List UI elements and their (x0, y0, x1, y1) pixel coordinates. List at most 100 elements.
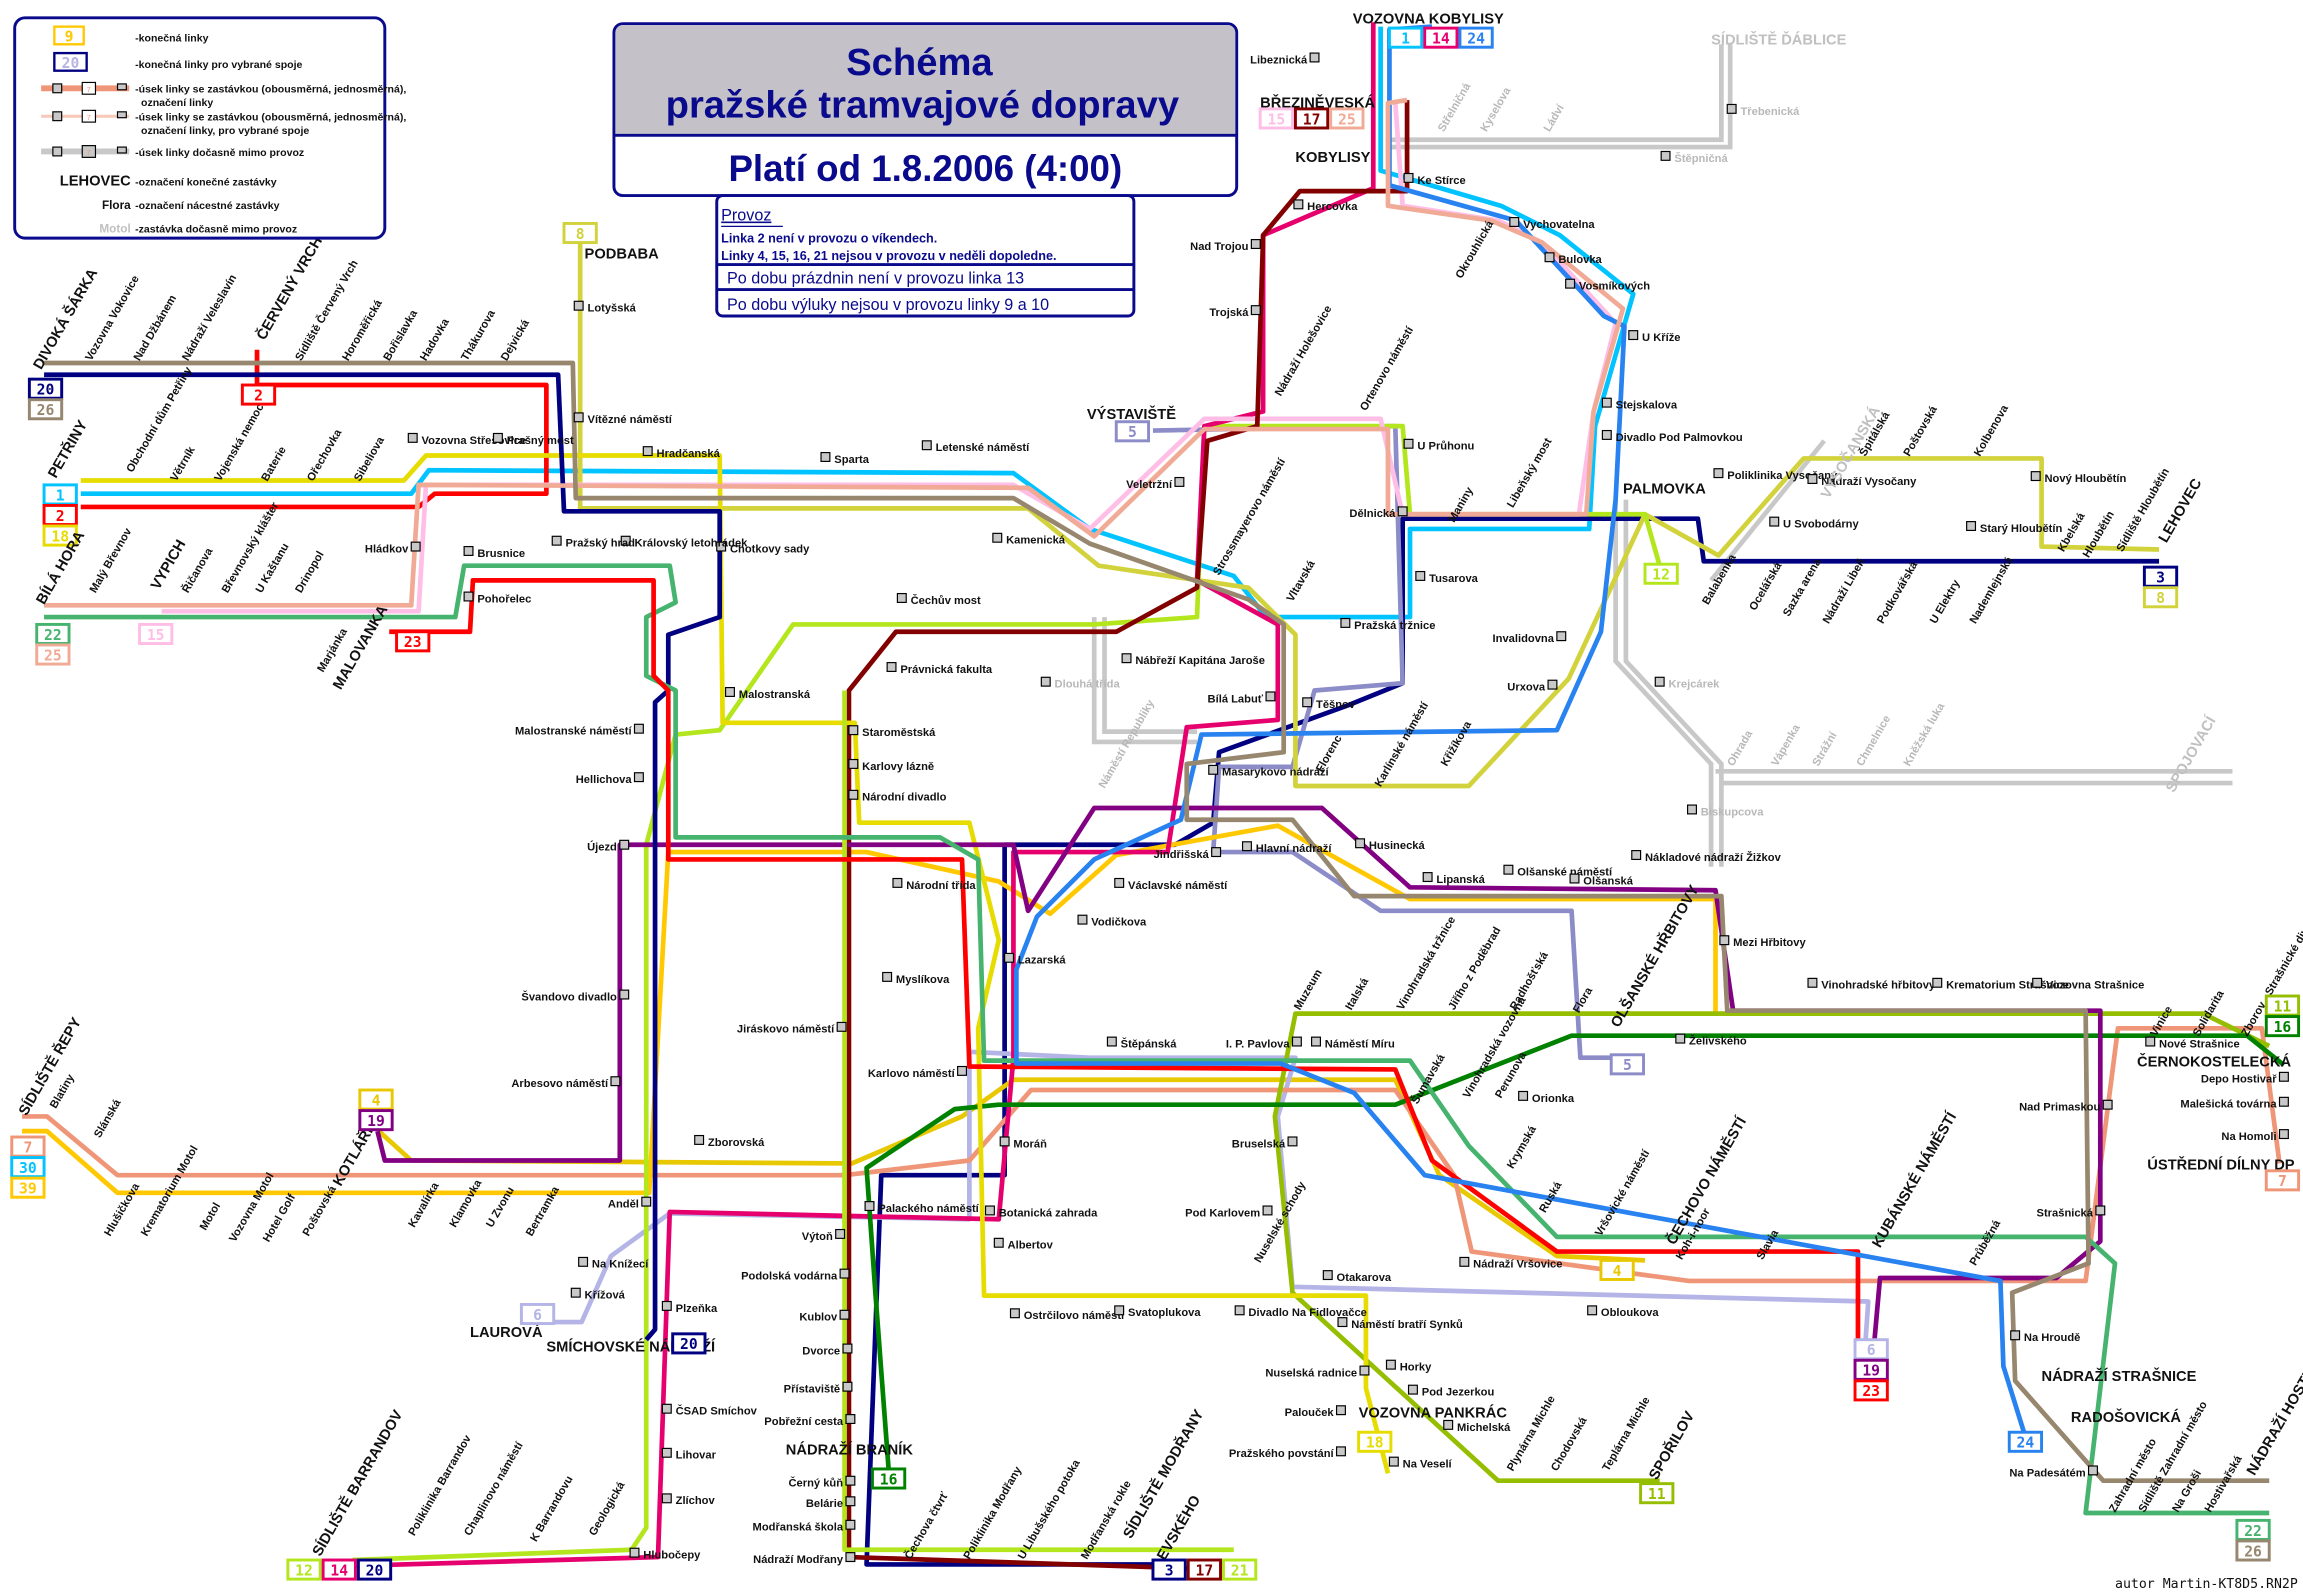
station-label[interactable]: Průběžná (1968, 1218, 2004, 1268)
station-label[interactable]: Křížová (585, 1290, 626, 1302)
station-label[interactable]: Otakarova (1337, 1272, 1392, 1284)
station-label[interactable]: Myslíkova (896, 974, 950, 986)
tram-line-17[interactable] (846, 100, 1410, 1572)
line-terminal-badge[interactable]: 24 (1458, 26, 1494, 49)
line-terminal-badge[interactable]: 1 (1387, 26, 1424, 49)
station-label[interactable]: Starý Hloubětín (1980, 523, 2063, 535)
station-label[interactable]: Nové Strašnice (2159, 1038, 2240, 1050)
station-label[interactable]: Nádraží Holešovice (1273, 304, 1335, 399)
line-terminal-badge[interactable]: 4 (1599, 1258, 1635, 1281)
station-label[interactable]: Mezi Hřbitovy (1733, 937, 1806, 949)
line-terminal-badge[interactable]: 25 (1329, 107, 1365, 130)
tram-line-12[interactable] (352, 423, 1665, 1563)
station-label[interactable]: Palouček (1285, 1407, 1335, 1419)
station-label[interactable]: Modřanská škola (753, 1522, 844, 1534)
station-label[interactable]: Hotel Golf (261, 1192, 298, 1244)
station-label[interactable]: Nad Primaskou (2019, 1102, 2100, 1114)
station-label[interactable]: Ke Stírce (1417, 175, 1465, 187)
station-label[interactable]: Na Hroudě (2024, 1332, 2080, 1344)
station-label[interactable]: Pod Karlovem (1185, 1207, 1260, 1219)
terminal-label[interactable]: NÁDRAŽÍ BRANÍK (786, 1440, 914, 1458)
line-terminal-badge[interactable]: 24 (2007, 1430, 2044, 1453)
line-terminal-badge[interactable]: 26 (2235, 1539, 2271, 1562)
station-label[interactable]: Lihovar (676, 1450, 717, 1462)
terminal-label[interactable]: PETŘINY (44, 417, 91, 481)
station-label[interactable]: Nad Trojou (1190, 241, 1248, 253)
line-terminal-badge[interactable]: 7 (10, 1135, 46, 1158)
tram-line-7[interactable] (22, 1025, 2282, 1284)
station-label[interactable]: U Kaštanu (254, 541, 292, 595)
station-label[interactable]: Biskupcova (1701, 806, 1764, 818)
station-label[interactable]: Šumavská (1409, 1051, 1448, 1106)
station-label[interactable]: Střelničná (1436, 80, 1474, 133)
station-label[interactable]: Náměstí bratří Synků (1351, 1319, 1463, 1331)
tram-line-19[interactable] (375, 805, 2103, 1345)
tram-line-20[interactable] (44, 372, 723, 1342)
line-terminal-badge[interactable]: 20 (356, 1558, 393, 1581)
line-terminal-badge[interactable]: 23 (395, 630, 431, 653)
tram-line-18[interactable] (80, 453, 1391, 1474)
line-terminal-badge[interactable]: 25 (35, 643, 71, 666)
station-label[interactable]: Nový Hloubětín (2045, 473, 2127, 485)
station-label[interactable]: Vápenka (1769, 722, 1803, 768)
terminal-label[interactable]: RADOŠOVICKÁ (2071, 1408, 2181, 1426)
station-label[interactable]: Malostranská (739, 689, 811, 701)
station-label[interactable]: Bulovka (1558, 254, 1602, 266)
station-label[interactable]: Přístaviště (784, 1384, 840, 1396)
station-label[interactable]: Strážní (1811, 729, 1840, 768)
station-label[interactable]: Tusarova (1429, 573, 1479, 585)
station-label[interactable]: Slavia (1755, 1227, 1782, 1262)
tram-line-3[interactable] (864, 516, 2160, 1567)
terminal-label[interactable]: LAUROVÁ (470, 1324, 543, 1341)
station-label[interactable]: Národní divadlo (862, 792, 946, 804)
line-terminal-badge[interactable]: 17 (1293, 107, 1330, 130)
line-terminal-badge[interactable]: 20 (27, 377, 64, 400)
station-label[interactable]: Dvorce (802, 1345, 840, 1357)
line-terminal-badge[interactable]: 5 (1114, 420, 1151, 443)
station-label[interactable]: Vinohradská tržnice (1395, 915, 1458, 1013)
station-label[interactable]: Malostranské náměstí (515, 726, 632, 738)
station-label[interactable]: Ohrada (1725, 728, 1755, 769)
tram-line-11[interactable] (1272, 1011, 2271, 1484)
station-label[interactable]: Okrouhlická (1454, 218, 1497, 281)
station-label[interactable]: Plynárna Michle (1505, 1394, 1558, 1474)
line-terminal-badge[interactable]: 39 (10, 1176, 46, 1199)
station-label[interactable]: Krymská (1505, 1123, 1539, 1171)
terminal-label[interactable]: KUBÁNSKÉ NÁMĚSTÍ (1868, 1108, 1961, 1251)
line-terminal-badge[interactable]: 8 (2142, 586, 2179, 609)
tram-line-14[interactable] (352, 22, 1376, 1569)
station-label[interactable]: Kolbenova (1972, 402, 2011, 458)
terminal-label[interactable]: KOBYLISY (1295, 150, 1370, 166)
station-label[interactable]: Baterie (260, 445, 289, 484)
station-label[interactable]: Botanická zahrada (999, 1207, 1098, 1219)
station-label[interactable]: ČSAD Smíchov (676, 1405, 758, 1418)
station-label[interactable]: Štěpánská (1121, 1037, 1178, 1050)
line-terminal-badge[interactable]: 11 (1639, 1482, 1675, 1505)
station-label[interactable]: Olšanská (1583, 875, 1633, 887)
station-label[interactable]: Strašnická (2037, 1207, 2094, 1219)
line-terminal-badge[interactable]: 4 (358, 1088, 394, 1111)
station-label[interactable]: Chaplinovo náměstí (462, 1439, 526, 1538)
station-label[interactable]: Chodovská (1549, 1415, 1590, 1474)
station-label[interactable]: Právnická fakulta (900, 664, 993, 676)
line-terminal-badge[interactable]: 11 (2264, 994, 2301, 1017)
station-label[interactable]: Vozovna Strašnice (2046, 980, 2144, 992)
line-terminal-badge[interactable]: 19 (358, 1109, 394, 1132)
station-label[interactable]: Lazarská (1018, 955, 1067, 967)
station-label[interactable]: U Kříže (1642, 332, 1680, 344)
line-terminal-badge[interactable]: 2 (240, 383, 277, 406)
station-label[interactable]: Horoměřická (340, 297, 385, 363)
line-terminal-badge[interactable]: 14 (1423, 26, 1459, 49)
station-label[interactable]: Masarykovo nádraží (1222, 767, 1330, 779)
station-label[interactable]: Bruselská (1232, 1138, 1286, 1150)
line-terminal-badge[interactable]: 1 (42, 483, 78, 506)
station-label[interactable]: Florenc (1314, 733, 1345, 774)
station-label[interactable]: Nademlejnská (1968, 554, 2016, 626)
station-label[interactable]: Trojská (1209, 307, 1249, 319)
line-terminal-badge[interactable]: 20 (671, 1332, 707, 1355)
line-terminal-badge[interactable]: 3 (1151, 1558, 1187, 1581)
station-label[interactable]: Kublov (799, 1312, 838, 1324)
station-label[interactable]: Nad Džbánem (132, 293, 179, 363)
station-label[interactable]: Libeňský most (1505, 436, 1555, 510)
station-label[interactable]: Poliklinika Barrandov (406, 1433, 474, 1538)
